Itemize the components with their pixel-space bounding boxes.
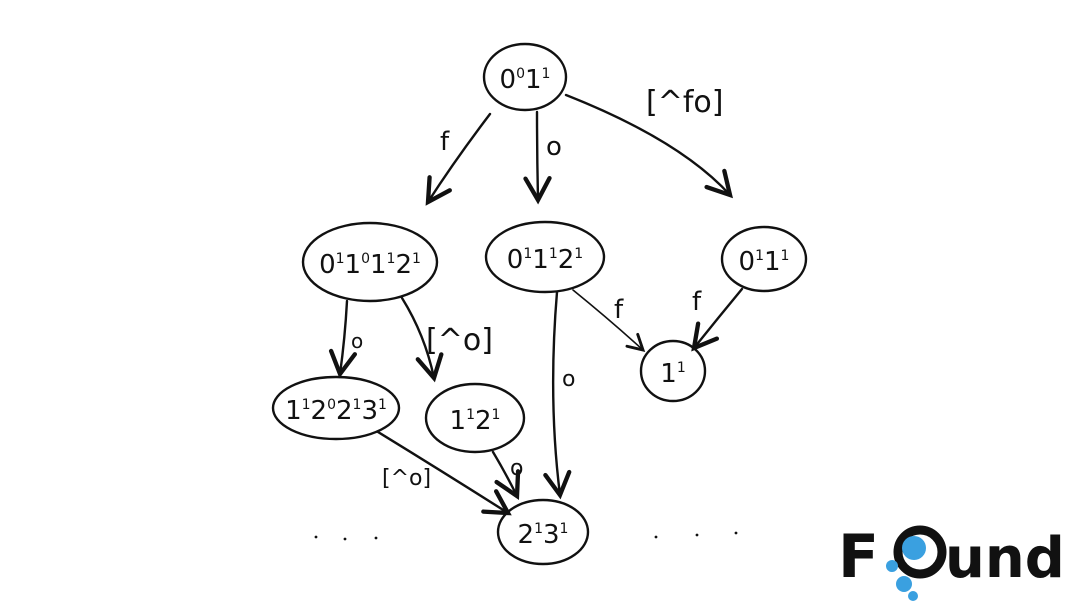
edge-state5-to-state7 (491, 450, 521, 500)
node-label-n6: 11 (660, 359, 685, 389)
state-digit: 2 (336, 396, 353, 426)
state-digit: 0 (500, 65, 517, 95)
node-label-n1: 01101121 (319, 250, 421, 280)
state-superscript: 0 (516, 66, 525, 82)
node-state-4: 11202131 (271, 375, 401, 441)
state-digit: 0 (319, 250, 336, 280)
node-label-n5: 1121 (450, 406, 501, 436)
label-state2-state6: f (614, 295, 624, 325)
state-superscript: 1 (574, 246, 583, 262)
node-state-1: 01101121 (301, 221, 439, 303)
state-superscript: 1 (523, 246, 532, 262)
edge-state4-to-state7 (376, 430, 512, 516)
state-digit: 0 (739, 247, 756, 277)
node-root: 0011 (482, 42, 568, 112)
state-superscript: 1 (677, 360, 686, 376)
label-state1-state5: [^o] (426, 323, 493, 358)
edge-state3-to-state6 (691, 287, 744, 352)
logo-letters-und: und (945, 526, 1065, 591)
edge-state2-to-state6 (572, 289, 646, 352)
state-superscript: 1 (781, 248, 790, 264)
label-root-state2: o (546, 132, 562, 162)
state-digit: 1 (764, 247, 781, 277)
edge-root-to-state2 (523, 110, 552, 205)
node-state-6: 11 (639, 339, 707, 403)
state-superscript: 1 (302, 397, 311, 413)
node-state-7: 2131 (496, 498, 590, 566)
state-superscript: 1 (560, 521, 569, 537)
label-state5-state7: o (510, 456, 523, 481)
state-digit: 1 (525, 65, 542, 95)
state-digit: 2 (475, 406, 492, 436)
state-superscript: 1 (466, 407, 475, 423)
label-root-state1: f (440, 127, 450, 157)
state-digit: 3 (361, 396, 378, 426)
state-superscript: 1 (412, 251, 421, 267)
state-digit: 2 (311, 396, 328, 426)
edge-root-to-state1 (425, 112, 492, 206)
state-digit: 1 (370, 250, 387, 280)
state-digit: 1 (345, 250, 362, 280)
label-root-state3: [^fo] (646, 85, 723, 120)
node-label-n2: 011121 (507, 245, 583, 275)
state-digit: 0 (507, 245, 524, 275)
state-digit: 1 (450, 406, 467, 436)
label-state1-state4: o (351, 329, 363, 353)
label-state3-state6: f (692, 287, 702, 317)
stray-marks (314, 531, 738, 541)
state-digit: 1 (532, 245, 549, 275)
state-superscript: 0 (361, 251, 370, 267)
edge-root-to-state3 (564, 93, 733, 199)
found-logo: F und (838, 522, 1065, 601)
node-state-2: 011121 (484, 220, 606, 294)
state-superscript: 1 (336, 251, 345, 267)
state-digit: 2 (395, 250, 412, 280)
node-state-5: 1121 (424, 382, 526, 454)
state-superscript: 1 (534, 521, 543, 537)
node-state-3: 0111 (720, 225, 808, 293)
state-superscript: 1 (492, 407, 501, 423)
logo-letter-f: F (838, 522, 879, 592)
label-state2-state7: o (562, 367, 575, 392)
state-superscript: 1 (353, 397, 362, 413)
node-label-n4: 11202131 (285, 396, 387, 426)
state-superscript: 1 (378, 397, 387, 413)
state-digit: 2 (558, 245, 575, 275)
state-digit: 3 (543, 520, 560, 550)
state-digit: 1 (285, 396, 302, 426)
edge-state2-to-state7 (543, 290, 572, 500)
state-digit: 1 (660, 359, 677, 389)
edge-state1-to-state4 (328, 299, 358, 379)
state-superscript: 1 (387, 251, 396, 267)
state-superscript: 1 (755, 248, 764, 264)
state-digit: 2 (518, 520, 535, 550)
label-state4-state7: [^o] (382, 466, 431, 491)
node-label-n7: 2131 (518, 520, 569, 550)
edge-state1-to-state5 (400, 296, 444, 383)
node-label-root: 0011 (500, 65, 551, 95)
node-label-n3: 0111 (739, 247, 790, 277)
state-superscript: 1 (542, 66, 551, 82)
state-superscript: 0 (327, 397, 336, 413)
state-superscript: 1 (549, 246, 558, 262)
